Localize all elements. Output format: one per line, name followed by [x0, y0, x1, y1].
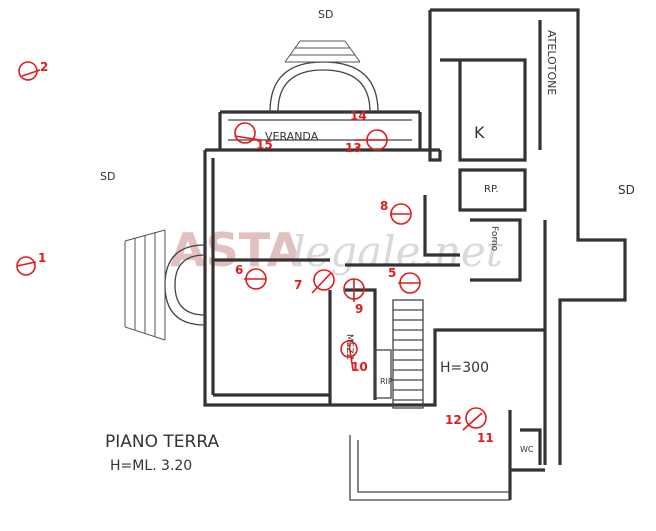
orientation-right-label: SD — [618, 183, 635, 197]
orientation-left-label: SD — [100, 170, 115, 183]
wall-right-outer — [430, 8, 627, 465]
photo-marker-14[interactable]: 14 — [350, 109, 367, 123]
wall-oven — [470, 218, 522, 282]
watermark-brand: ASTA — [170, 223, 303, 277]
photo-marker-14-number: 14 — [350, 109, 367, 123]
photo-marker-6[interactable]: 6 — [235, 263, 267, 290]
photo-marker-8-number: 8 — [380, 199, 388, 213]
wall-kitchen — [440, 58, 527, 162]
closet — [374, 349, 392, 399]
photo-marker-1-number: 1 — [38, 251, 46, 265]
wall-interior-2 — [213, 258, 460, 267]
photo-marker-7[interactable]: 7 — [294, 269, 335, 294]
photo-marker-13[interactable]: 13 — [345, 129, 388, 155]
wall-storage — [458, 168, 527, 212]
north-terrace — [269, 40, 379, 113]
photo-marker-5-number: 5 — [388, 266, 396, 280]
wall-wc — [520, 428, 542, 465]
photo-marker-9[interactable]: 9 — [343, 278, 365, 316]
wc-label: WC — [520, 445, 534, 454]
wall-interior-4 — [423, 195, 460, 257]
plan-title: PIANO TERRA — [105, 432, 219, 452]
photo-marker-15[interactable]: 15 — [234, 122, 273, 152]
photo-marker-13-number: 13 — [345, 141, 362, 155]
photo-marker-11-number: 11 — [477, 431, 494, 445]
wall-veranda — [218, 110, 422, 150]
storage-label: RP. — [484, 184, 499, 195]
photo-marker-1[interactable]: 1 — [16, 251, 46, 276]
photo-marker-8[interactable]: 8 — [380, 199, 412, 225]
wall-right-left — [428, 10, 442, 162]
room-height-label: H=300 — [440, 360, 489, 376]
wall-south-main — [203, 150, 547, 465]
wall-annex — [508, 410, 545, 500]
photo-marker-15-number: 15 — [256, 138, 273, 152]
building-walls — [203, 8, 627, 501]
photo-marker-5[interactable]: 5 — [388, 266, 421, 294]
photo-marker-9-number: 9 — [355, 302, 363, 316]
storage-room-2-label: RIP — [380, 377, 393, 386]
photo-marker-6-number: 6 — [235, 263, 243, 277]
plan-height-note: H=ML. 3.20 — [110, 458, 192, 474]
photo-marker-2-number: 2 — [40, 60, 48, 74]
photo-marker-10[interactable]: 10 — [340, 340, 368, 374]
watermark: ASTA legale.net — [170, 223, 503, 277]
photo-marker-11[interactable]: 11 — [462, 407, 494, 445]
annex-walls — [349, 435, 510, 501]
watermark-text: legale.net — [292, 227, 503, 276]
wall-inner-left — [211, 158, 330, 397]
veranda-window — [228, 119, 412, 141]
staircase — [392, 299, 424, 409]
orientation-top-label: SD — [318, 8, 333, 21]
photo-marker-2[interactable]: 2 — [18, 60, 48, 81]
side-annotation-label: ATELOTONE — [545, 30, 558, 95]
photo-marker-12-number: 12 — [445, 413, 462, 427]
photo-marker-12[interactable]: 12 — [445, 413, 462, 427]
kitchen-label: K — [474, 123, 485, 142]
photo-marker-7-number: 7 — [294, 278, 302, 292]
photo-marker-10-number: 10 — [351, 360, 368, 374]
photo-markers[interactable]: 1 2 5 6 7 8 9 — [16, 60, 494, 445]
oven-label: Forno — [489, 226, 499, 252]
west-terrace — [124, 229, 206, 341]
veranda-label: VERANDA — [265, 130, 319, 143]
plan-labels: SD SD SD VERANDA K RP. Forno RIP MEZZ AT… — [100, 8, 635, 474]
